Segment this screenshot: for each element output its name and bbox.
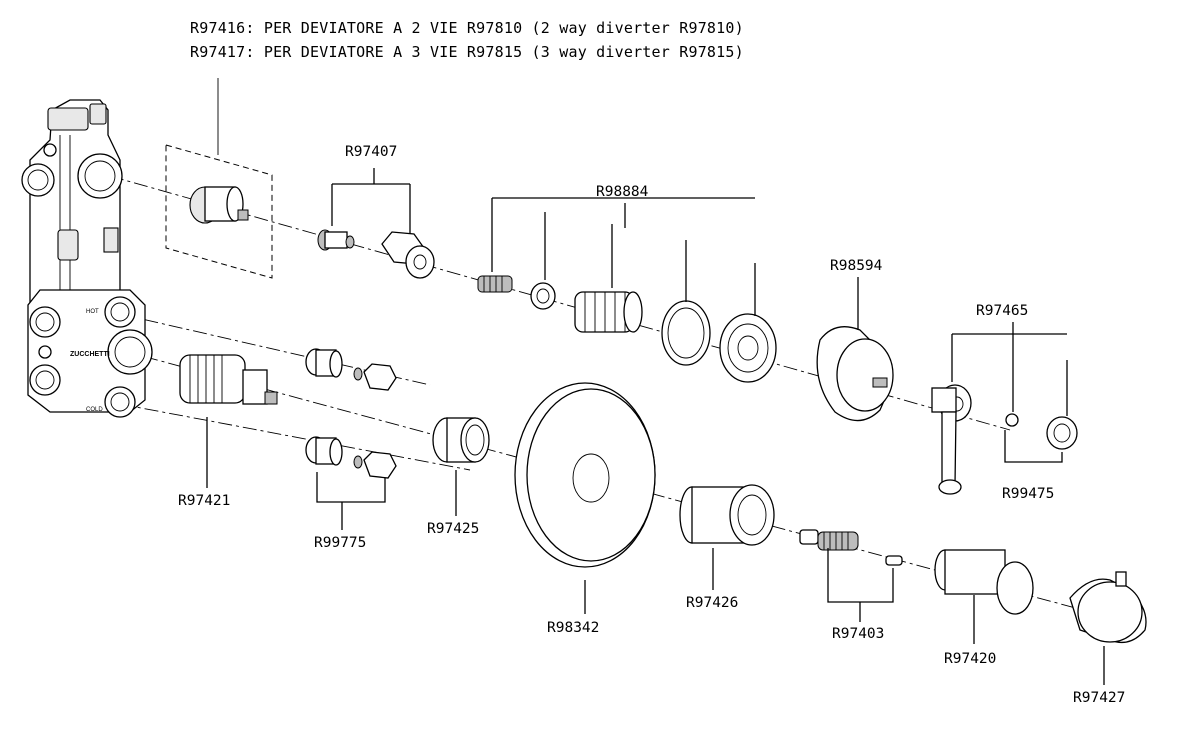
part-r97425-sleeve xyxy=(432,417,490,463)
part-r99475-cap xyxy=(1046,416,1078,450)
part-r99775-lower-nut xyxy=(353,451,397,479)
label-r99475: R99475 xyxy=(1002,486,1055,502)
header-line-1: R97416: PER DEVIATORE A 2 VIE R97810 (2 … xyxy=(190,19,744,37)
part-r99475-screw xyxy=(1005,413,1019,427)
cold-marking: COLD xyxy=(86,407,103,413)
diverter-kit-box xyxy=(165,144,273,279)
valve-body: HOT ZUCCHETTI COLD xyxy=(21,99,153,418)
part-r97427-knob xyxy=(1069,571,1147,644)
label-r97427: R97427 xyxy=(1073,690,1126,706)
label-r97426: R97426 xyxy=(686,595,739,611)
part-r97407-nut xyxy=(381,231,435,279)
leader-lines xyxy=(206,168,1105,685)
bottom-axis-line xyxy=(119,403,471,471)
label-r97421: R97421 xyxy=(178,493,231,509)
part-r98884-spring xyxy=(477,275,513,293)
part-r99775-upper-check xyxy=(305,348,343,378)
part-r98594-bell xyxy=(816,326,894,422)
part-r97426-bushing xyxy=(679,484,775,546)
label-r97425: R97425 xyxy=(427,521,480,537)
part-r97407-spindle xyxy=(317,229,355,251)
diverter-cartridge xyxy=(189,186,249,224)
label-r99775: R99775 xyxy=(314,535,367,551)
label-r97407: R97407 xyxy=(345,144,398,160)
label-r98594: R98594 xyxy=(830,258,883,274)
part-r97403-screw xyxy=(885,555,903,566)
part-r97420-adapter xyxy=(934,549,1034,615)
part-r98884-clip xyxy=(530,282,556,310)
brand-marking: ZUCCHETTI xyxy=(70,351,110,358)
label-r98342: R98342 xyxy=(547,620,600,636)
label-r97465: R97465 xyxy=(976,303,1029,319)
label-r97420: R97420 xyxy=(944,651,997,667)
part-r99775-lower-check xyxy=(305,436,343,466)
middle-axis-line xyxy=(119,313,431,386)
part-r97421-cartridge xyxy=(179,354,278,405)
part-r99775-upper-nut xyxy=(353,363,397,391)
label-r98884: R98884 xyxy=(596,184,649,200)
part-r98884-ring xyxy=(719,313,777,383)
header-line-2: R97417: PER DEVIATORE A 3 VIE R97815 (3 … xyxy=(190,43,744,61)
part-r98884-oring xyxy=(661,300,711,366)
part-r98342-plate xyxy=(514,382,656,568)
part-r97403-spindle xyxy=(799,529,859,551)
hot-marking: HOT xyxy=(86,309,99,315)
part-r98884-piston xyxy=(574,291,643,333)
label-r97403: R97403 xyxy=(832,626,885,642)
part-r97465-lever xyxy=(931,384,972,495)
